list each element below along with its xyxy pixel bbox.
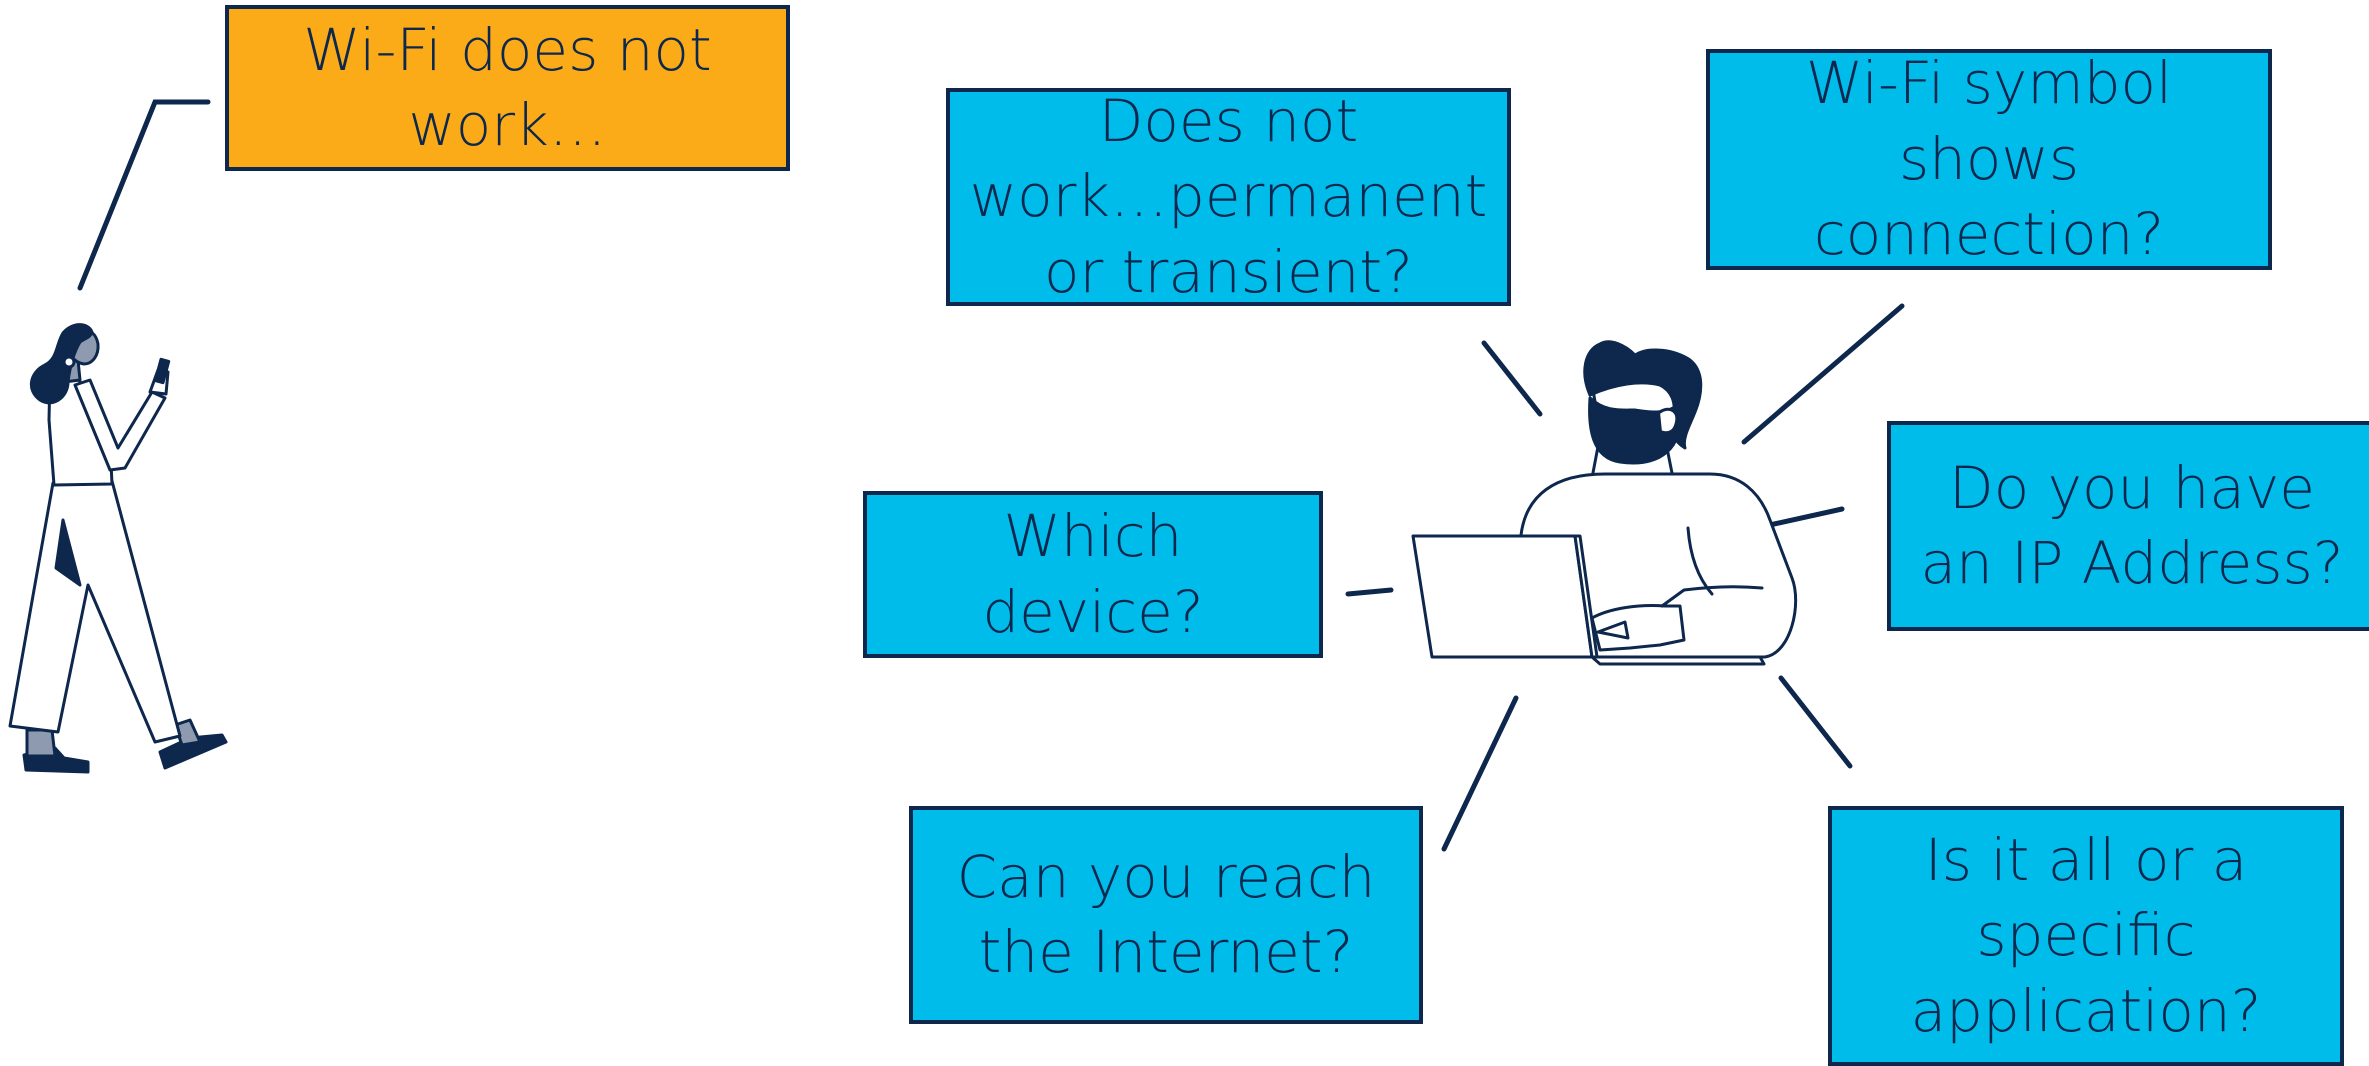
connector-wifi-symbol (1741, 303, 1905, 445)
question-text: Wi-Fi symbol shows connection? (1805, 49, 2173, 269)
question-text: Does not work…permanent or transient? (969, 88, 1488, 306)
question-text: Can you reach the Internet? (956, 842, 1376, 986)
connector-device (1345, 587, 1394, 597)
wifi-does-not-work-callout: Wi-Fi does not work… (225, 5, 790, 171)
connector-permanent (1481, 340, 1543, 417)
question-text: Which device? (982, 502, 1204, 646)
callout-line-woman (77, 99, 211, 291)
man-with-laptop-icon (1411, 340, 1798, 666)
callout-text: Wi-Fi does not work… (303, 15, 712, 159)
question-text: Do you have an IP Address? (1920, 453, 2344, 597)
question-text: Is it all or a specific application? (1910, 825, 2262, 1045)
question-reach-internet: Can you reach the Internet? (909, 806, 1423, 1024)
question-wifi-symbol-connection: Wi-Fi symbol shows connection? (1706, 49, 2272, 270)
question-which-device: Which device? (863, 491, 1323, 658)
question-permanent-or-transient: Does not work…permanent or transient? (946, 88, 1511, 306)
question-ip-address: Do you have an IP Address? (1887, 421, 2369, 631)
connector-internet (1441, 695, 1519, 852)
connector-app (1778, 675, 1853, 769)
connector-ip (1762, 506, 1845, 529)
woman-with-phone-icon (8, 323, 228, 774)
question-all-or-specific-application: Is it all or a specific application? (1828, 806, 2344, 1066)
